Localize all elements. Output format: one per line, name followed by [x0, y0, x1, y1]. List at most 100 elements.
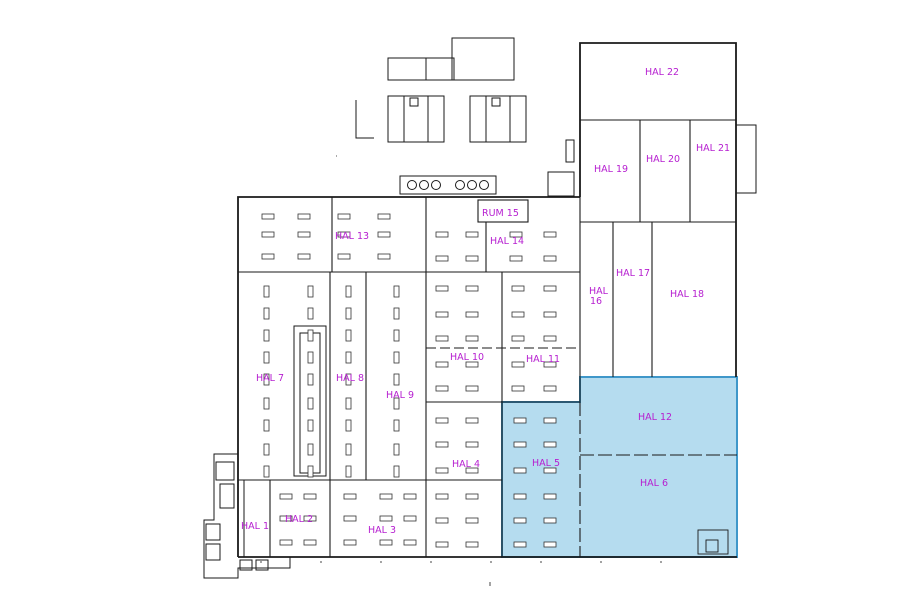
fixture — [303, 515, 317, 522]
fixture — [513, 517, 527, 524]
fixture — [263, 329, 270, 342]
hall-labels: HAL 1 HAL 2 HAL 3 HAL 4 HAL 5 HAL 6 HAL … — [241, 67, 730, 536]
fixture — [511, 335, 525, 342]
fixture — [345, 397, 352, 410]
fixture — [379, 539, 393, 546]
fixture — [345, 307, 352, 320]
outbuildings — [355, 37, 757, 197]
hal-4-label: HAL 4 — [452, 459, 480, 470]
fixture — [393, 329, 400, 342]
fixture — [511, 385, 525, 392]
fixture — [345, 443, 352, 456]
fixture — [393, 465, 400, 478]
hal-18-label: HAL 18 — [670, 289, 704, 300]
fixture — [263, 443, 270, 456]
fixture — [403, 493, 417, 500]
fixture — [509, 255, 523, 262]
fixture — [465, 335, 479, 342]
hal-10-label: HAL 10 — [450, 352, 484, 363]
fixture — [263, 307, 270, 320]
hal-7-label: HAL 7 — [256, 373, 284, 384]
fixture — [509, 231, 523, 238]
office-annex — [203, 453, 291, 579]
fixture — [379, 515, 393, 522]
fixture — [263, 419, 270, 432]
hal-16-number: 16 — [590, 296, 602, 307]
fixture — [465, 361, 479, 368]
fixture — [465, 311, 479, 318]
fixture — [435, 231, 449, 238]
fixture — [345, 465, 352, 478]
fixture — [465, 467, 479, 474]
fixture — [393, 285, 400, 298]
fixture — [307, 285, 314, 298]
fixture — [379, 493, 393, 500]
fixture — [263, 373, 270, 386]
fixture — [543, 231, 557, 238]
fixture — [513, 467, 527, 474]
fixture — [345, 329, 352, 342]
fixture — [513, 541, 527, 548]
fixture — [435, 417, 449, 424]
fixture — [393, 373, 400, 386]
hal-5-label: HAL 5 — [532, 458, 560, 469]
fixture — [307, 329, 314, 342]
rum-15-label: RUM 15 — [482, 208, 519, 219]
hal-22-label: HAL 22 — [645, 67, 679, 78]
fixture — [261, 253, 275, 260]
fixture — [435, 517, 449, 524]
fixture — [435, 493, 449, 500]
fixture — [297, 213, 311, 220]
fixture — [435, 385, 449, 392]
fixture — [307, 397, 314, 410]
fixture — [393, 307, 400, 320]
fixture — [307, 307, 314, 320]
fixture — [435, 335, 449, 342]
fixture — [337, 231, 351, 238]
fixture — [511, 361, 525, 368]
fixture — [307, 351, 314, 364]
fixture — [543, 467, 557, 474]
fixture — [377, 213, 391, 220]
fixture — [435, 467, 449, 474]
fixture — [345, 373, 352, 386]
fixture — [543, 441, 557, 448]
fixture — [263, 285, 270, 298]
fixture — [393, 397, 400, 410]
interior-walls — [238, 119, 737, 557]
fixture — [297, 253, 311, 260]
fixture — [435, 441, 449, 448]
fixture — [403, 515, 417, 522]
fixture — [337, 253, 351, 260]
fixture — [263, 397, 270, 410]
fixture — [513, 417, 527, 424]
fixture — [377, 253, 391, 260]
fixture — [465, 517, 479, 524]
hal-2-label: HAL 2 — [285, 514, 313, 525]
fixture — [261, 231, 275, 238]
fixture — [337, 213, 351, 220]
hal-6-label: HAL 6 — [640, 478, 668, 489]
fixture — [307, 419, 314, 432]
fixture — [307, 465, 314, 478]
fixture — [345, 419, 352, 432]
fixture — [307, 373, 314, 386]
fixture — [377, 231, 391, 238]
fixture — [465, 441, 479, 448]
fixture — [345, 285, 352, 298]
fixture — [465, 417, 479, 424]
hal-20-label: HAL 20 — [646, 154, 680, 165]
fixture — [263, 465, 270, 478]
fixture — [543, 255, 557, 262]
hal-14-label: HAL 14 — [490, 236, 524, 247]
fixture — [393, 419, 400, 432]
fixture — [303, 539, 317, 546]
hal-1-label: HAL 1 — [241, 521, 269, 532]
fixture — [435, 255, 449, 262]
fixture — [543, 335, 557, 342]
hal-8-label: HAL 8 — [336, 373, 364, 384]
fixture — [263, 351, 270, 364]
hal-13-label: HAL 13 — [335, 231, 369, 242]
fixture — [511, 285, 525, 292]
